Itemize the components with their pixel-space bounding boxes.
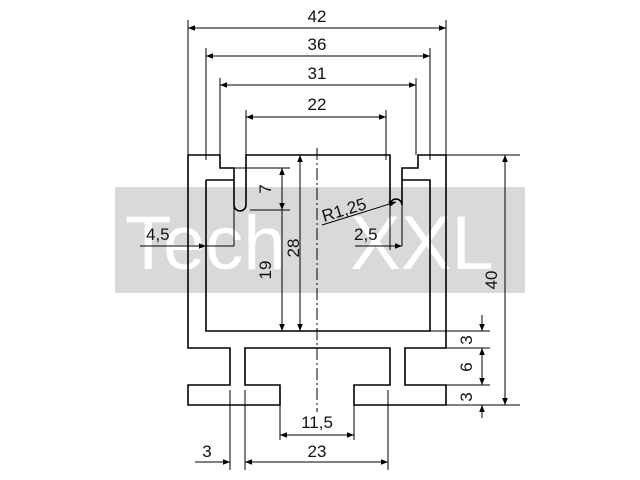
dim-7-label: 7	[256, 184, 275, 193]
watermark-text-xxl: XXL	[350, 201, 494, 286]
dim-42-label: 42	[308, 7, 327, 26]
dim-22-label: 22	[308, 95, 327, 114]
dim-4-5-label: 4,5	[146, 225, 170, 244]
profile-outline	[187, 154, 447, 406]
dim-31-label: 31	[308, 64, 327, 83]
dim-40-label: 40	[482, 271, 501, 290]
dim-19-label: 19	[256, 261, 275, 280]
dimension-lines	[140, 25, 508, 465]
dim-11-5-label: 11,5	[301, 413, 333, 432]
dim-6-label: 6	[457, 362, 476, 371]
dim-23-label: 23	[308, 442, 327, 461]
dim-3-bottom-label: 3	[202, 442, 211, 461]
dim-3-lower-label: 3	[457, 392, 476, 401]
dim-36-label: 36	[308, 35, 327, 54]
watermark-band	[115, 187, 525, 293]
dim-28-label: 28	[284, 239, 303, 258]
dim-2-5-label: 2,5	[354, 225, 378, 244]
dim-3-upper-label: 3	[457, 335, 476, 344]
